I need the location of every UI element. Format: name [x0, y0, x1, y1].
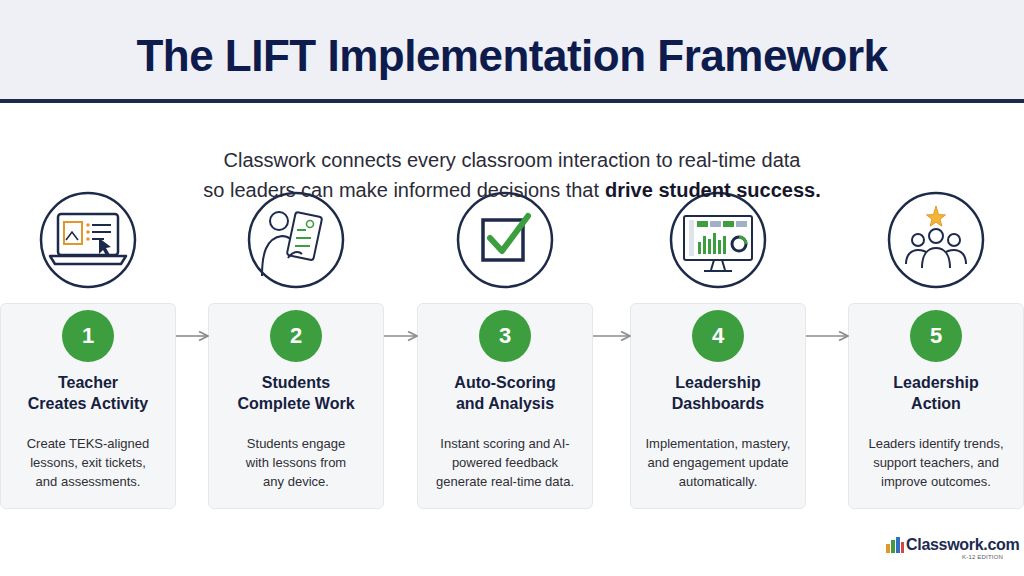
- person-hand: [288, 252, 302, 258]
- flow-arrow: [593, 335, 630, 337]
- person-shoulders: [922, 248, 950, 268]
- step-card: Teacher Creates ActivityCreate TEKS-alig…: [0, 303, 176, 509]
- brand-edition: K-12 EDITION: [962, 554, 1003, 561]
- logo-bar: [896, 537, 900, 553]
- laptop-icon: [41, 193, 135, 287]
- step-heading: Students Complete Work: [231, 372, 361, 414]
- stat-tile: [723, 221, 734, 227]
- tablet-check: [307, 221, 314, 228]
- logo-mark: [886, 537, 904, 553]
- step-number-circle: 3: [479, 310, 531, 362]
- icon-ring: [249, 193, 343, 287]
- step-description: Students engage with lessons from any de…: [237, 434, 355, 491]
- step-description: Implementation, mastery, and engagement …: [643, 434, 793, 491]
- step-number-circle: 1: [62, 310, 114, 362]
- laptop-screen: [58, 214, 118, 255]
- logo-bar: [901, 542, 904, 553]
- person-head: [912, 234, 924, 246]
- subtitle-line: so leaders can make informed decisions t…: [0, 175, 1024, 205]
- title: The LIFT Implementation Framework: [0, 0, 1024, 100]
- header-rule: [0, 99, 1024, 103]
- step-number-circle: 2: [270, 310, 322, 362]
- dashboard-icon: [671, 193, 765, 287]
- sidebar: [689, 220, 694, 256]
- team-icon: [889, 193, 983, 287]
- header-band: [0, 0, 1024, 100]
- monitor-stand: [704, 260, 732, 271]
- donut-slice: [739, 237, 746, 244]
- check-mark: [490, 216, 528, 251]
- person-head: [929, 229, 943, 243]
- image-frame: [64, 222, 82, 244]
- step-heading: Auto-Scoring and Analysis: [443, 372, 568, 414]
- flow-arrow: [384, 335, 417, 337]
- step-description: Create TEKS-aligned lessons, exit ticket…: [20, 434, 156, 491]
- tablet: [287, 212, 323, 261]
- step-number: 3: [499, 323, 511, 349]
- star: [927, 206, 946, 226]
- subtitle-text: so leaders can make informed decisions t…: [203, 179, 599, 201]
- stat-tile: [697, 221, 708, 227]
- chart-bar: [718, 240, 721, 254]
- flow-arrow: [176, 335, 208, 337]
- subtitle-emphasis: drive student success.: [605, 179, 821, 201]
- step-number: 5: [930, 323, 942, 349]
- step-card: Auto-Scoring and AnalysisInstant scoring…: [417, 303, 593, 509]
- list-dot: [86, 230, 90, 234]
- step-description: Instant scoring and AI-powered feedback …: [434, 434, 576, 491]
- icon-ring: [41, 193, 135, 287]
- step-card: Students Complete WorkStudents engage wi…: [208, 303, 384, 509]
- icon-ring: [671, 193, 765, 287]
- step-heading: Leadership Action: [874, 372, 999, 414]
- step-description: Leaders identify trends, support teacher…: [866, 434, 1006, 491]
- flow-arrow: [806, 335, 848, 337]
- step-number: 2: [290, 323, 302, 349]
- icon-ring: [889, 193, 983, 287]
- chart-bar: [698, 242, 701, 254]
- chart-bar: [713, 233, 716, 254]
- step-heading: Leadership Dashboards: [653, 372, 783, 414]
- subtitle-line: Classwork connects every classroom inter…: [0, 145, 1024, 175]
- chart-bar: [708, 239, 711, 254]
- brand-name: Classwork.com: [906, 536, 1019, 554]
- stat-tile: [710, 221, 721, 227]
- laptop-base: [50, 256, 126, 264]
- logo-bar: [886, 544, 890, 553]
- image-glyph: [66, 232, 78, 240]
- logo-bar: [891, 540, 895, 553]
- step-number-circle: 5: [910, 310, 962, 362]
- person-head: [270, 212, 288, 230]
- step-heading: Teacher Creates Activity: [27, 372, 150, 414]
- step-card: Leadership DashboardsImplementation, mas…: [630, 303, 806, 509]
- check-icon: [458, 193, 552, 287]
- person-head: [948, 234, 960, 246]
- step-number-circle: 4: [692, 310, 744, 362]
- stat-tile: [736, 221, 747, 227]
- step-number: 1: [82, 323, 94, 349]
- list-lines: [92, 225, 111, 239]
- student-icon: [249, 193, 343, 287]
- list-dot: [86, 223, 90, 227]
- chart-bar: [723, 236, 726, 254]
- step-card: Leadership ActionLeaders identify trends…: [848, 303, 1024, 509]
- monitor: [684, 216, 752, 260]
- icon-ring: [458, 193, 552, 287]
- cursor-arrow: [99, 238, 111, 257]
- donut-chart: [732, 237, 746, 251]
- list-dot: [86, 237, 90, 241]
- tablet-lines: [295, 230, 311, 246]
- step-number: 4: [712, 323, 724, 349]
- chart-bar: [703, 236, 706, 254]
